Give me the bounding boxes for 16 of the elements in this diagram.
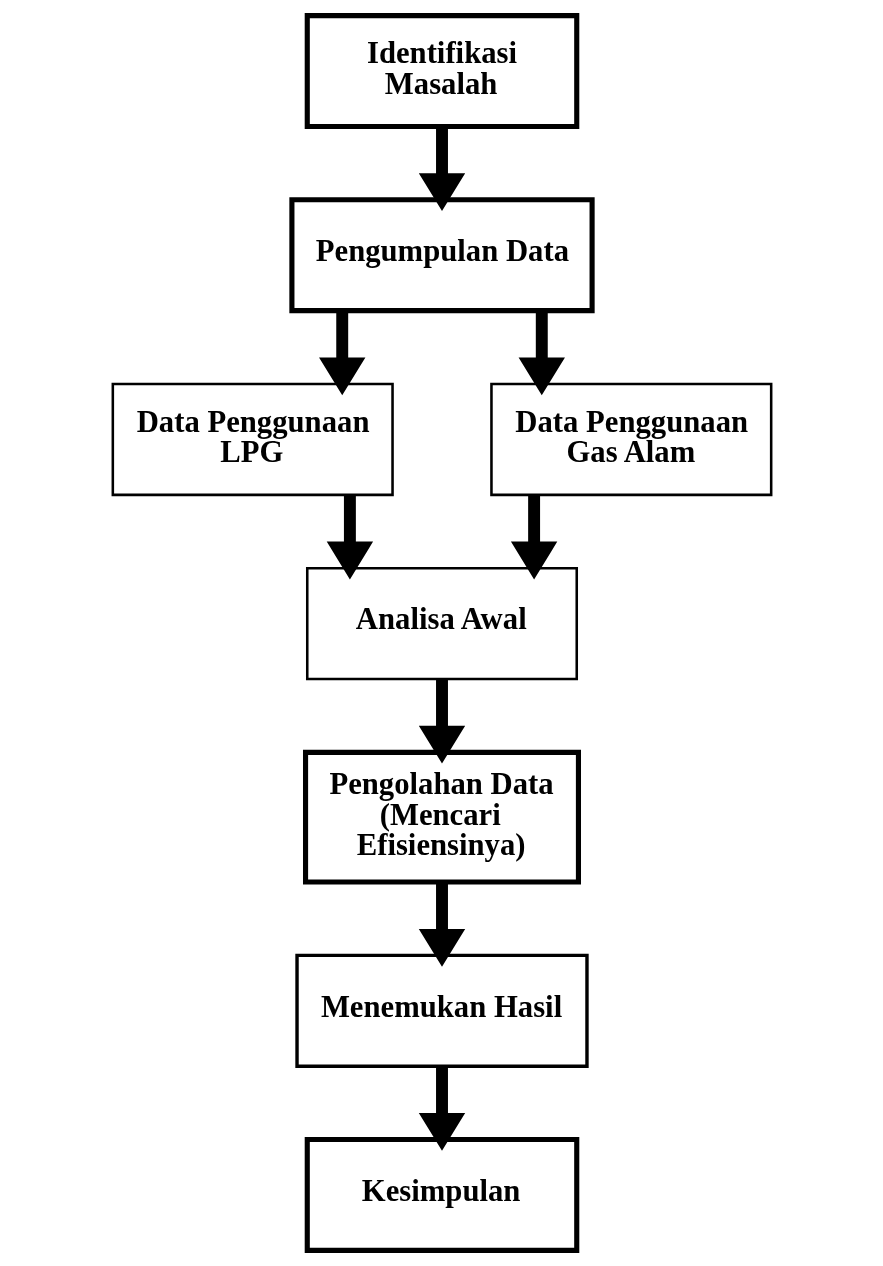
node-box: Pengolahan Data (Mencari Efisiensinya) [302,749,581,885]
node-box: Data Penggunaan Gas Alam [489,382,772,497]
node-box: Analisa Awal [305,566,578,681]
node-box: Menemukan Hasil [294,953,589,1068]
arrow [418,679,465,764]
arrow [418,126,465,212]
node-box: Kesimpulan [304,1137,579,1253]
arrow [326,495,373,580]
arrow [318,311,365,396]
arrow [510,495,557,580]
arrow [418,1066,465,1151]
arrow [418,882,465,967]
node-box: Identifikasi Masalah [304,13,579,129]
node-box: Pengumpulan Data [288,197,595,314]
arrow [518,311,565,396]
node-box: Data Penggunaan LPG [111,382,394,497]
